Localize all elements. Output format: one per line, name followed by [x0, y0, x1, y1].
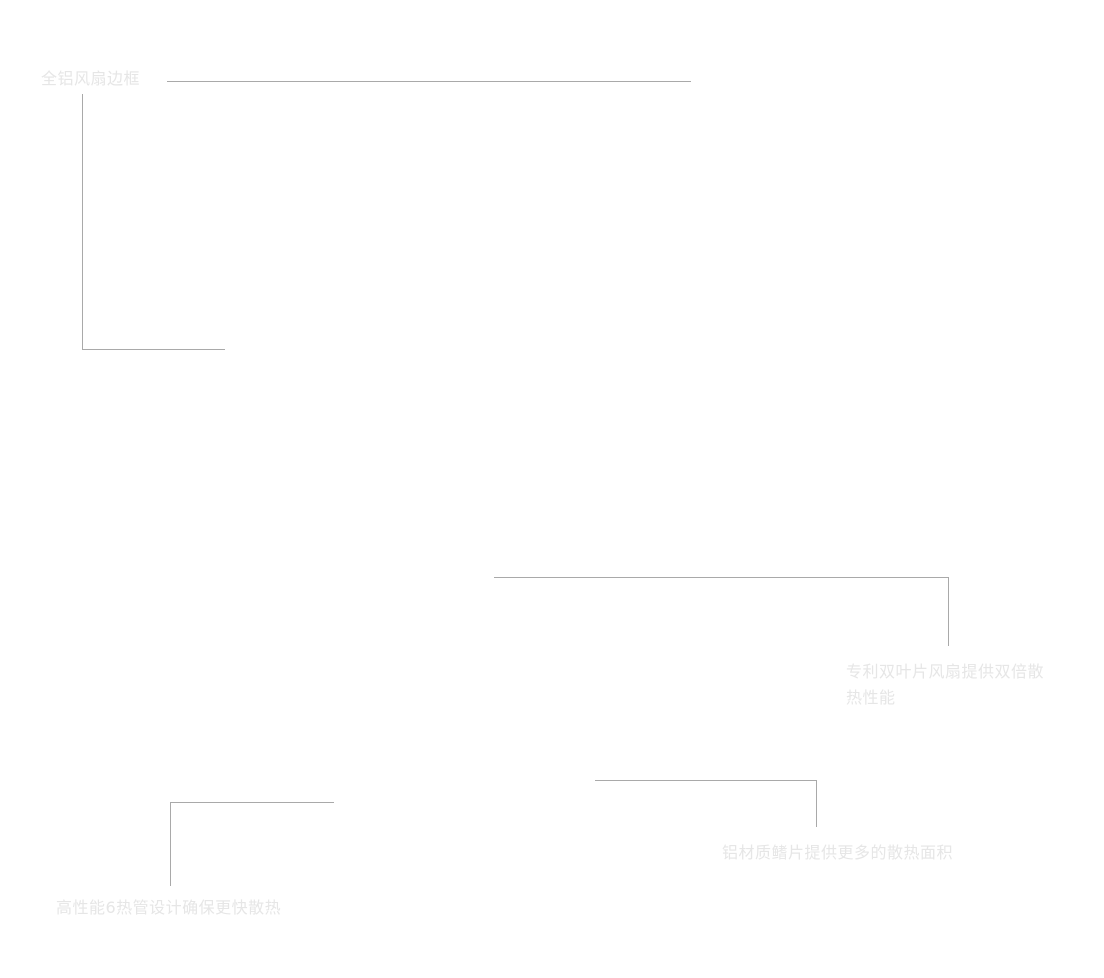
leader-line-fins-vertical [816, 780, 817, 827]
leader-line-fan-horizontal [494, 577, 949, 578]
leader-line-frame-vertical [82, 94, 83, 350]
leader-line-frame-top [167, 81, 691, 82]
leader-line-fan-vertical [948, 577, 949, 646]
leader-line-pipes-vertical [170, 802, 171, 886]
callout-dual-blade-fan-label: 专利双叶片风扇提供双倍散热性能 [846, 662, 1045, 707]
leader-line-frame-bottom [82, 349, 225, 350]
leader-line-fins-horizontal [595, 780, 817, 781]
callout-heat-pipes-label: 高性能6热管设计确保更快散热 [56, 898, 282, 917]
callout-aluminum-frame-label: 全铝风扇边框 [41, 69, 141, 88]
leader-line-pipes-horizontal [170, 802, 334, 803]
callout-aluminum-fins-label: 铝材质鳍片提供更多的散热面积 [722, 843, 954, 862]
